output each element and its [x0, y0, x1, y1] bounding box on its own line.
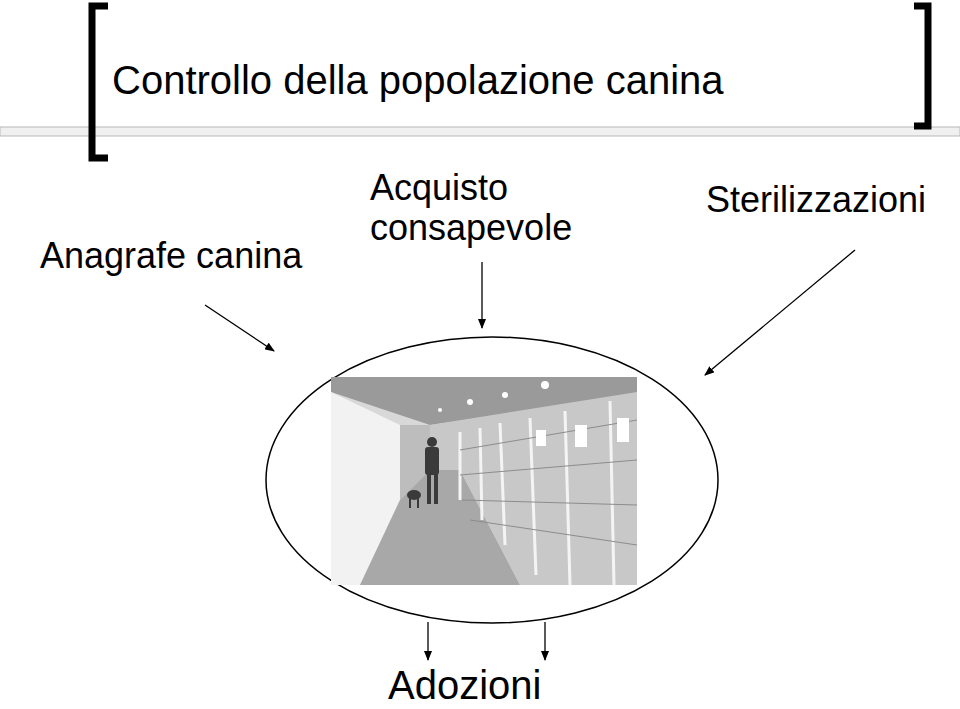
shelter-ellipse: [266, 337, 718, 623]
leader-arrow: [705, 250, 855, 375]
label-text: Sterilizzazioni: [706, 180, 926, 220]
label-text: Anagrafe canina: [40, 236, 302, 276]
leader-arrow: [427, 622, 428, 660]
label-text: Adozioni: [388, 663, 541, 707]
diagram-title: Controllo della popolazione canina: [112, 58, 724, 102]
leader-arrow: [481, 262, 482, 328]
leader-arrow: [205, 305, 274, 351]
left-bracket: [92, 6, 108, 158]
label-text: Acquisto consapevole: [370, 168, 600, 247]
right-bracket: [914, 6, 928, 126]
leader-arrow: [544, 622, 545, 660]
header-rule: [0, 127, 960, 136]
kennel-photo: [331, 377, 637, 585]
